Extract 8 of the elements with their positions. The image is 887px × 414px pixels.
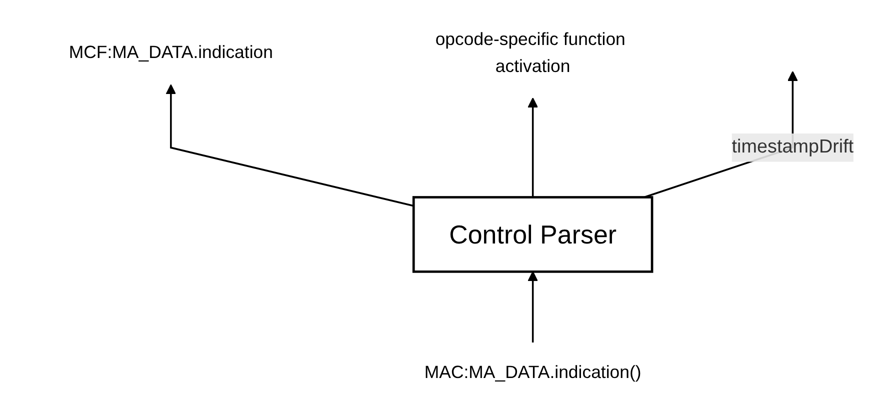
node-text: opcode-specific function activation [435,30,626,76]
node-box: Control Parser [412,196,654,273]
arrow [528,271,538,343]
arrow [166,84,414,207]
arrow [528,98,538,198]
node-text: MCF:MA_DATA.indication [68,42,273,63]
node-text: MAC:MA_DATA.indication() [424,362,642,383]
edge-label: timestampDrift [732,137,854,158]
